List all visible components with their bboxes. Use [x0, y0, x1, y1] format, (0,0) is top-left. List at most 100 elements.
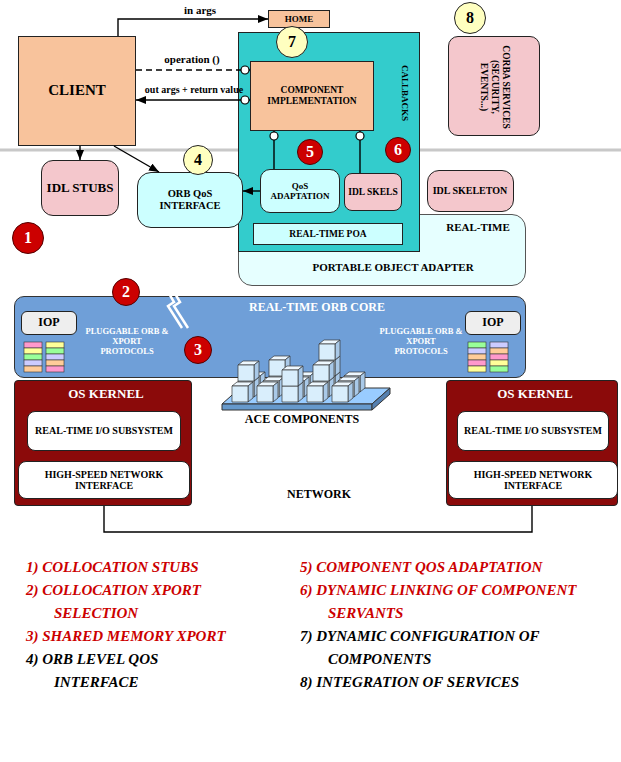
ace-block: [285, 372, 290, 392]
ace-block: [313, 381, 329, 397]
ace-block: [244, 376, 260, 392]
ace-block: [238, 361, 259, 365]
ace-block: [310, 372, 315, 392]
interface-port: [241, 96, 249, 104]
ace-block: [332, 386, 348, 402]
legend-column: 5) COMPONENT QOS ADAPTATION6) DYNAMIC LI…: [300, 556, 600, 694]
stack-cell: [490, 342, 508, 348]
ace-block: [329, 377, 334, 397]
client-box: CLIENT: [18, 36, 136, 146]
service-box: CORBA SERVICES (SECURITY, EVENTS...): [448, 36, 540, 136]
box-label: PLUGGABLE ORB & XPORT PROTOCOLS: [377, 327, 465, 356]
callout-number: 6: [385, 137, 411, 163]
edge-label: out args + return value: [145, 84, 243, 96]
ace-block: [332, 382, 353, 386]
break-line: [166, 278, 188, 328]
ace-block: [232, 386, 248, 402]
skeleton-box: IDL SKELS: [344, 173, 402, 211]
subsystem-box: REAL-TIME I/O SUBSYSTEM: [27, 411, 181, 451]
legend-item: 2) COLLOCATION XPORT SELECTION: [26, 579, 244, 625]
box-label: HIGH-SPEED NETWORK INTERFACE: [19, 469, 189, 492]
callout-text: 8: [464, 9, 476, 27]
box-label: OS KERNEL: [15, 387, 197, 402]
ace-block: [263, 377, 284, 381]
ace-block: [338, 377, 359, 381]
box-label: REAL-TIME POA: [287, 229, 368, 240]
ace-block: [319, 360, 335, 376]
ace-block: [260, 372, 265, 392]
ace-block: [344, 376, 360, 392]
connector: [359, 131, 360, 173]
connector: [273, 131, 274, 169]
ace-block: [282, 366, 303, 370]
stack-cell: [46, 348, 64, 354]
stack-cell: [24, 342, 42, 348]
protocol-stack: [24, 342, 508, 372]
stack-cell: [490, 354, 508, 360]
legend-column: 1) COLLOCATION STUBS2) COLLOCATION XPORT…: [26, 556, 244, 694]
ace-block: [323, 382, 328, 402]
ace-block: [285, 356, 290, 376]
ace-block: [319, 372, 340, 376]
stack-cell: [490, 348, 508, 354]
edge-label: NETWORK: [287, 488, 351, 502]
legend-item: 7) DYNAMIC CONFIGURATION OF COMPONENTS: [300, 625, 600, 671]
ace-block: [307, 382, 328, 386]
stack-cell: [46, 360, 64, 366]
ace-block: [313, 365, 329, 381]
ace-block: [282, 386, 298, 402]
ace-block: [288, 377, 309, 381]
legend-item: 1) COLLOCATION STUBS: [26, 556, 244, 579]
ace-block: [279, 377, 284, 397]
ace-platform: [222, 404, 372, 410]
callout-number: 7: [276, 26, 308, 58]
ace-block: [269, 360, 285, 376]
callout-number: 2: [112, 278, 140, 306]
stack-cell: [24, 366, 42, 372]
legend-item: 4) ORB LEVEL QOS INTERFACE: [26, 648, 244, 694]
ace-block: [282, 382, 303, 386]
stack-cell: [24, 360, 42, 366]
box-label: IDL SKELS: [346, 187, 399, 198]
ace-blocks: [232, 340, 365, 402]
box-label: REAL-TIME ORB CORE: [195, 301, 439, 315]
box-label: PLUGGABLE ORB & XPORT PROTOCOLS: [83, 327, 171, 356]
interface-box: HIGH-SPEED NETWORK INTERFACE: [18, 461, 190, 499]
callout-text: 7: [286, 33, 298, 51]
ace-block: [238, 365, 254, 381]
box-label: OS KERNEL: [447, 387, 621, 402]
callout-text: 4: [192, 151, 204, 169]
subsystem-box: REAL-TIME I/O SUBSYSTEM: [457, 411, 609, 451]
box-label: IOP: [36, 316, 61, 330]
callout-text: 2: [120, 283, 132, 301]
box-label: HOME: [283, 14, 316, 24]
connector: [136, 99, 250, 100]
qos-box: QoS ADAPTATION: [260, 169, 340, 213]
iop-box: IOP: [21, 311, 77, 335]
callout-number: 5: [297, 139, 323, 165]
component-box: COMPONENT IMPLEMENTATION: [250, 61, 374, 131]
box-label: IOP: [480, 316, 505, 330]
ace-block: [294, 372, 315, 376]
ace-block: [354, 377, 359, 397]
ace-block: [338, 381, 354, 397]
connector: [79, 146, 80, 160]
box-label: COMPONENT IMPLEMENTATION: [251, 85, 373, 107]
callout-number: 4: [183, 145, 213, 175]
callout-text: 6: [392, 141, 404, 159]
orb-core-band: REAL-TIME ORB CORE PLUGGABLE ORB & XPORT …: [14, 296, 526, 378]
ace-block: [344, 372, 365, 376]
ace-platform: [372, 388, 390, 410]
kernel-box: OS KERNELREAL-TIME I/O SUBSYSTEMHIGH-SPE…: [14, 380, 192, 506]
stack-cell: [490, 360, 508, 366]
legend-item: 5) COMPONENT QOS ADAPTATION: [300, 556, 600, 579]
stack-cell: [46, 366, 64, 372]
ace-block: [288, 381, 304, 397]
box-label: IDL STUBS: [45, 181, 116, 196]
edge-label: in args: [184, 4, 216, 17]
stack-cell: [468, 360, 486, 366]
ace-block: [269, 372, 290, 376]
ace-block: [269, 376, 285, 392]
interface-box: HIGH-SPEED NETWORK INTERFACE: [448, 461, 618, 499]
ace-block: [319, 356, 340, 360]
